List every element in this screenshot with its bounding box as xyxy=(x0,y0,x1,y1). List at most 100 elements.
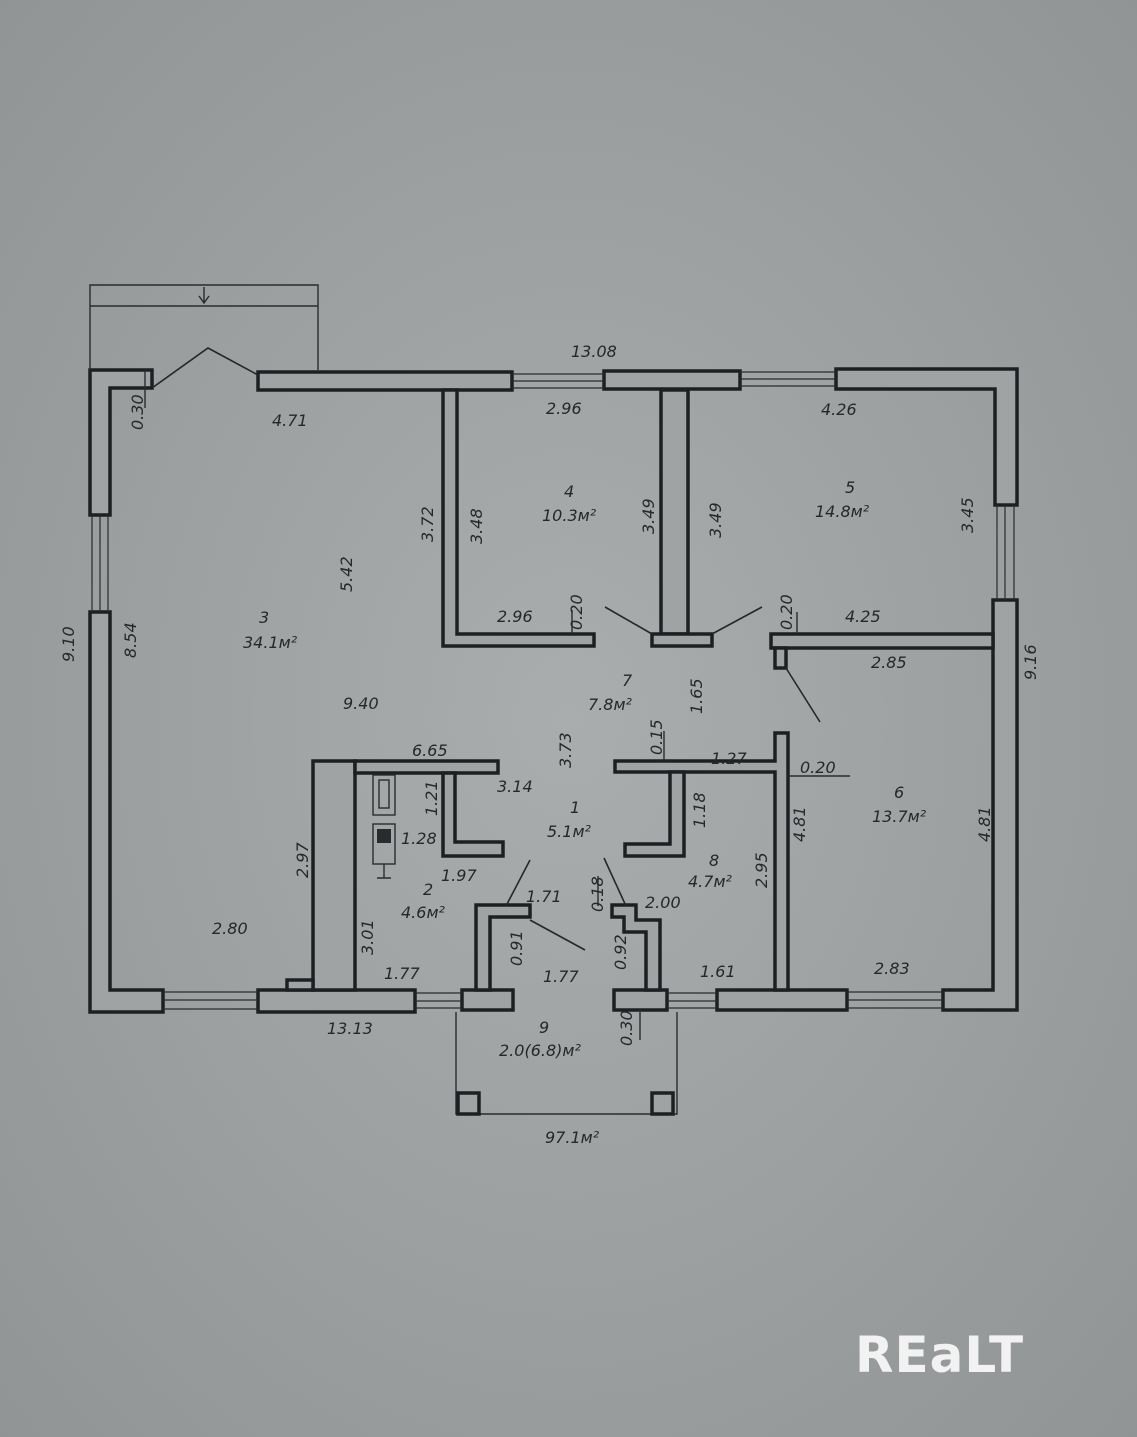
dim-r3-width: 9.40 xyxy=(343,694,379,713)
wall-top-segment-2 xyxy=(602,369,742,391)
wall-bottom-left-corner xyxy=(88,610,165,1014)
dim-wall-top-left: 0.30 xyxy=(128,394,147,430)
dim-kitchen-top: 6.65 xyxy=(412,741,448,760)
room5-number: 5 xyxy=(845,478,855,497)
wall-kitchen-inner xyxy=(441,771,505,858)
wall-bottom-segment-1 xyxy=(256,988,417,1014)
dim-r3-partition: 3.72 xyxy=(418,506,437,542)
room4-number: 4 xyxy=(564,482,574,501)
wall-room5-bottom xyxy=(769,632,995,650)
watermark-logo: REaLT xyxy=(855,1326,1024,1384)
room4-area: 10.3м² xyxy=(542,506,597,525)
window-top-2 xyxy=(740,371,836,387)
terrace-arrow xyxy=(198,287,210,305)
dim-r3-top: 4.71 xyxy=(272,411,308,430)
wall-bottom-segment-2 xyxy=(460,988,515,1012)
room8-area: 4.7м² xyxy=(688,872,733,891)
dim-r5-left: 3.49 xyxy=(706,502,725,538)
dim-1-71: 1.71 xyxy=(526,887,562,906)
dim-r4-right: 3.49 xyxy=(639,498,658,534)
wall-room4-room5-base xyxy=(650,632,714,648)
dim-1-97: 1.97 xyxy=(441,866,477,885)
room1-number: 1 xyxy=(570,798,580,817)
wall-room4 xyxy=(441,388,596,648)
dim-r5-wall: 0.20 xyxy=(777,594,796,630)
wall-kitchen-top xyxy=(353,759,500,775)
wall-room8-inner xyxy=(623,770,686,858)
dim-hall-height: 3.73 xyxy=(556,732,575,768)
door-swing-entrance xyxy=(529,919,586,951)
window-bottom-2 xyxy=(415,992,462,1009)
dim-1-77-center: 1.77 xyxy=(543,967,579,986)
dim-r4-wall: 0.20 xyxy=(567,594,586,630)
dim-left-outer: 9.10 xyxy=(59,626,78,662)
dim-0-18: 0.18 xyxy=(588,876,607,912)
dim-overall-top: 13.08 xyxy=(571,342,617,361)
interior-walls xyxy=(285,388,995,992)
dim-kitchen-side: 2.97 xyxy=(293,842,312,878)
dim-0-91: 0.91 xyxy=(507,930,526,966)
wall-bottom-right-corner xyxy=(941,598,1019,1012)
door-swing-room6 xyxy=(785,667,821,723)
wall-vestibule-left xyxy=(474,903,532,992)
dim-r6-top: 2.85 xyxy=(871,653,907,672)
room2-number: 2 xyxy=(423,880,433,899)
wall-top-left-corner xyxy=(88,368,154,517)
dim-r6-wall: 0.20 xyxy=(800,758,836,777)
dim-2-95: 2.95 xyxy=(752,852,771,888)
dim-1-28: 1.28 xyxy=(401,829,437,848)
dim-0-92: 0.92 xyxy=(611,934,630,970)
wall-bottom-segment-3 xyxy=(612,988,669,1012)
dim-r4-top: 2.96 xyxy=(546,399,582,418)
door-swing-room5 xyxy=(711,606,763,635)
dim-r7-wall: 0.15 xyxy=(647,719,666,755)
room3-area: 34.1м² xyxy=(243,633,298,652)
dim-wall-bottom-right: 0.30 xyxy=(617,1010,636,1046)
wall-kitchen-column xyxy=(311,759,357,992)
wall-bottom-segment-4 xyxy=(715,988,849,1012)
dim-2-00: 2.00 xyxy=(645,893,681,912)
dim-r5-right: 3.45 xyxy=(958,497,977,533)
dim-r7-height: 1.65 xyxy=(687,678,706,714)
terrace-top-left xyxy=(89,284,319,389)
dim-overall-bottom: 13.13 xyxy=(327,1019,373,1038)
terrace-outline xyxy=(89,284,319,370)
dim-r5-top: 4.26 xyxy=(821,400,857,419)
door-swings xyxy=(505,606,821,951)
wall-room4-room5 xyxy=(659,388,690,636)
room9-number: 9 xyxy=(539,1018,549,1037)
porch-column-left xyxy=(456,1091,481,1116)
room7-area: 7.8м² xyxy=(588,695,633,714)
wall-top-right-corner xyxy=(834,367,1019,507)
room3-number: 3 xyxy=(259,608,269,627)
window-bottom-4 xyxy=(847,991,943,1009)
boiler-icon xyxy=(377,829,391,843)
dim-r4-left: 3.48 xyxy=(467,508,486,544)
dim-r6-right: 4.81 xyxy=(975,806,994,842)
porch-outline xyxy=(455,1012,678,1115)
dim-3-14: 3.14 xyxy=(497,777,533,796)
dim-right-outer: 9.16 xyxy=(1021,644,1040,680)
windows xyxy=(91,371,1015,1010)
dim-3-01: 3.01 xyxy=(358,919,377,955)
window-bottom-1 xyxy=(163,991,258,1010)
dim-1-61: 1.61 xyxy=(700,962,736,981)
dim-1-77-left: 1.77 xyxy=(384,964,420,983)
room6-number: 6 xyxy=(894,783,904,802)
wall-kitchen-stub xyxy=(285,978,315,992)
terrace-double-door xyxy=(151,347,259,389)
dim-r4-bottom: 2.96 xyxy=(497,607,533,626)
dim-r3-height: 5.42 xyxy=(337,556,356,592)
kitchen-fixtures xyxy=(372,774,396,879)
wall-room5-stub xyxy=(773,646,788,670)
room5-area: 14.8м² xyxy=(815,502,870,521)
dimension-lines xyxy=(144,370,850,1040)
wall-top-segment-1 xyxy=(256,370,514,392)
dim-1-27: 1.27 xyxy=(711,749,747,768)
door-swing-room2 xyxy=(505,859,531,907)
window-bottom-3 xyxy=(667,992,717,1009)
total-area: 97.1м² xyxy=(545,1128,600,1147)
window-top-1 xyxy=(512,373,604,389)
door-swing-room8 xyxy=(603,857,627,907)
